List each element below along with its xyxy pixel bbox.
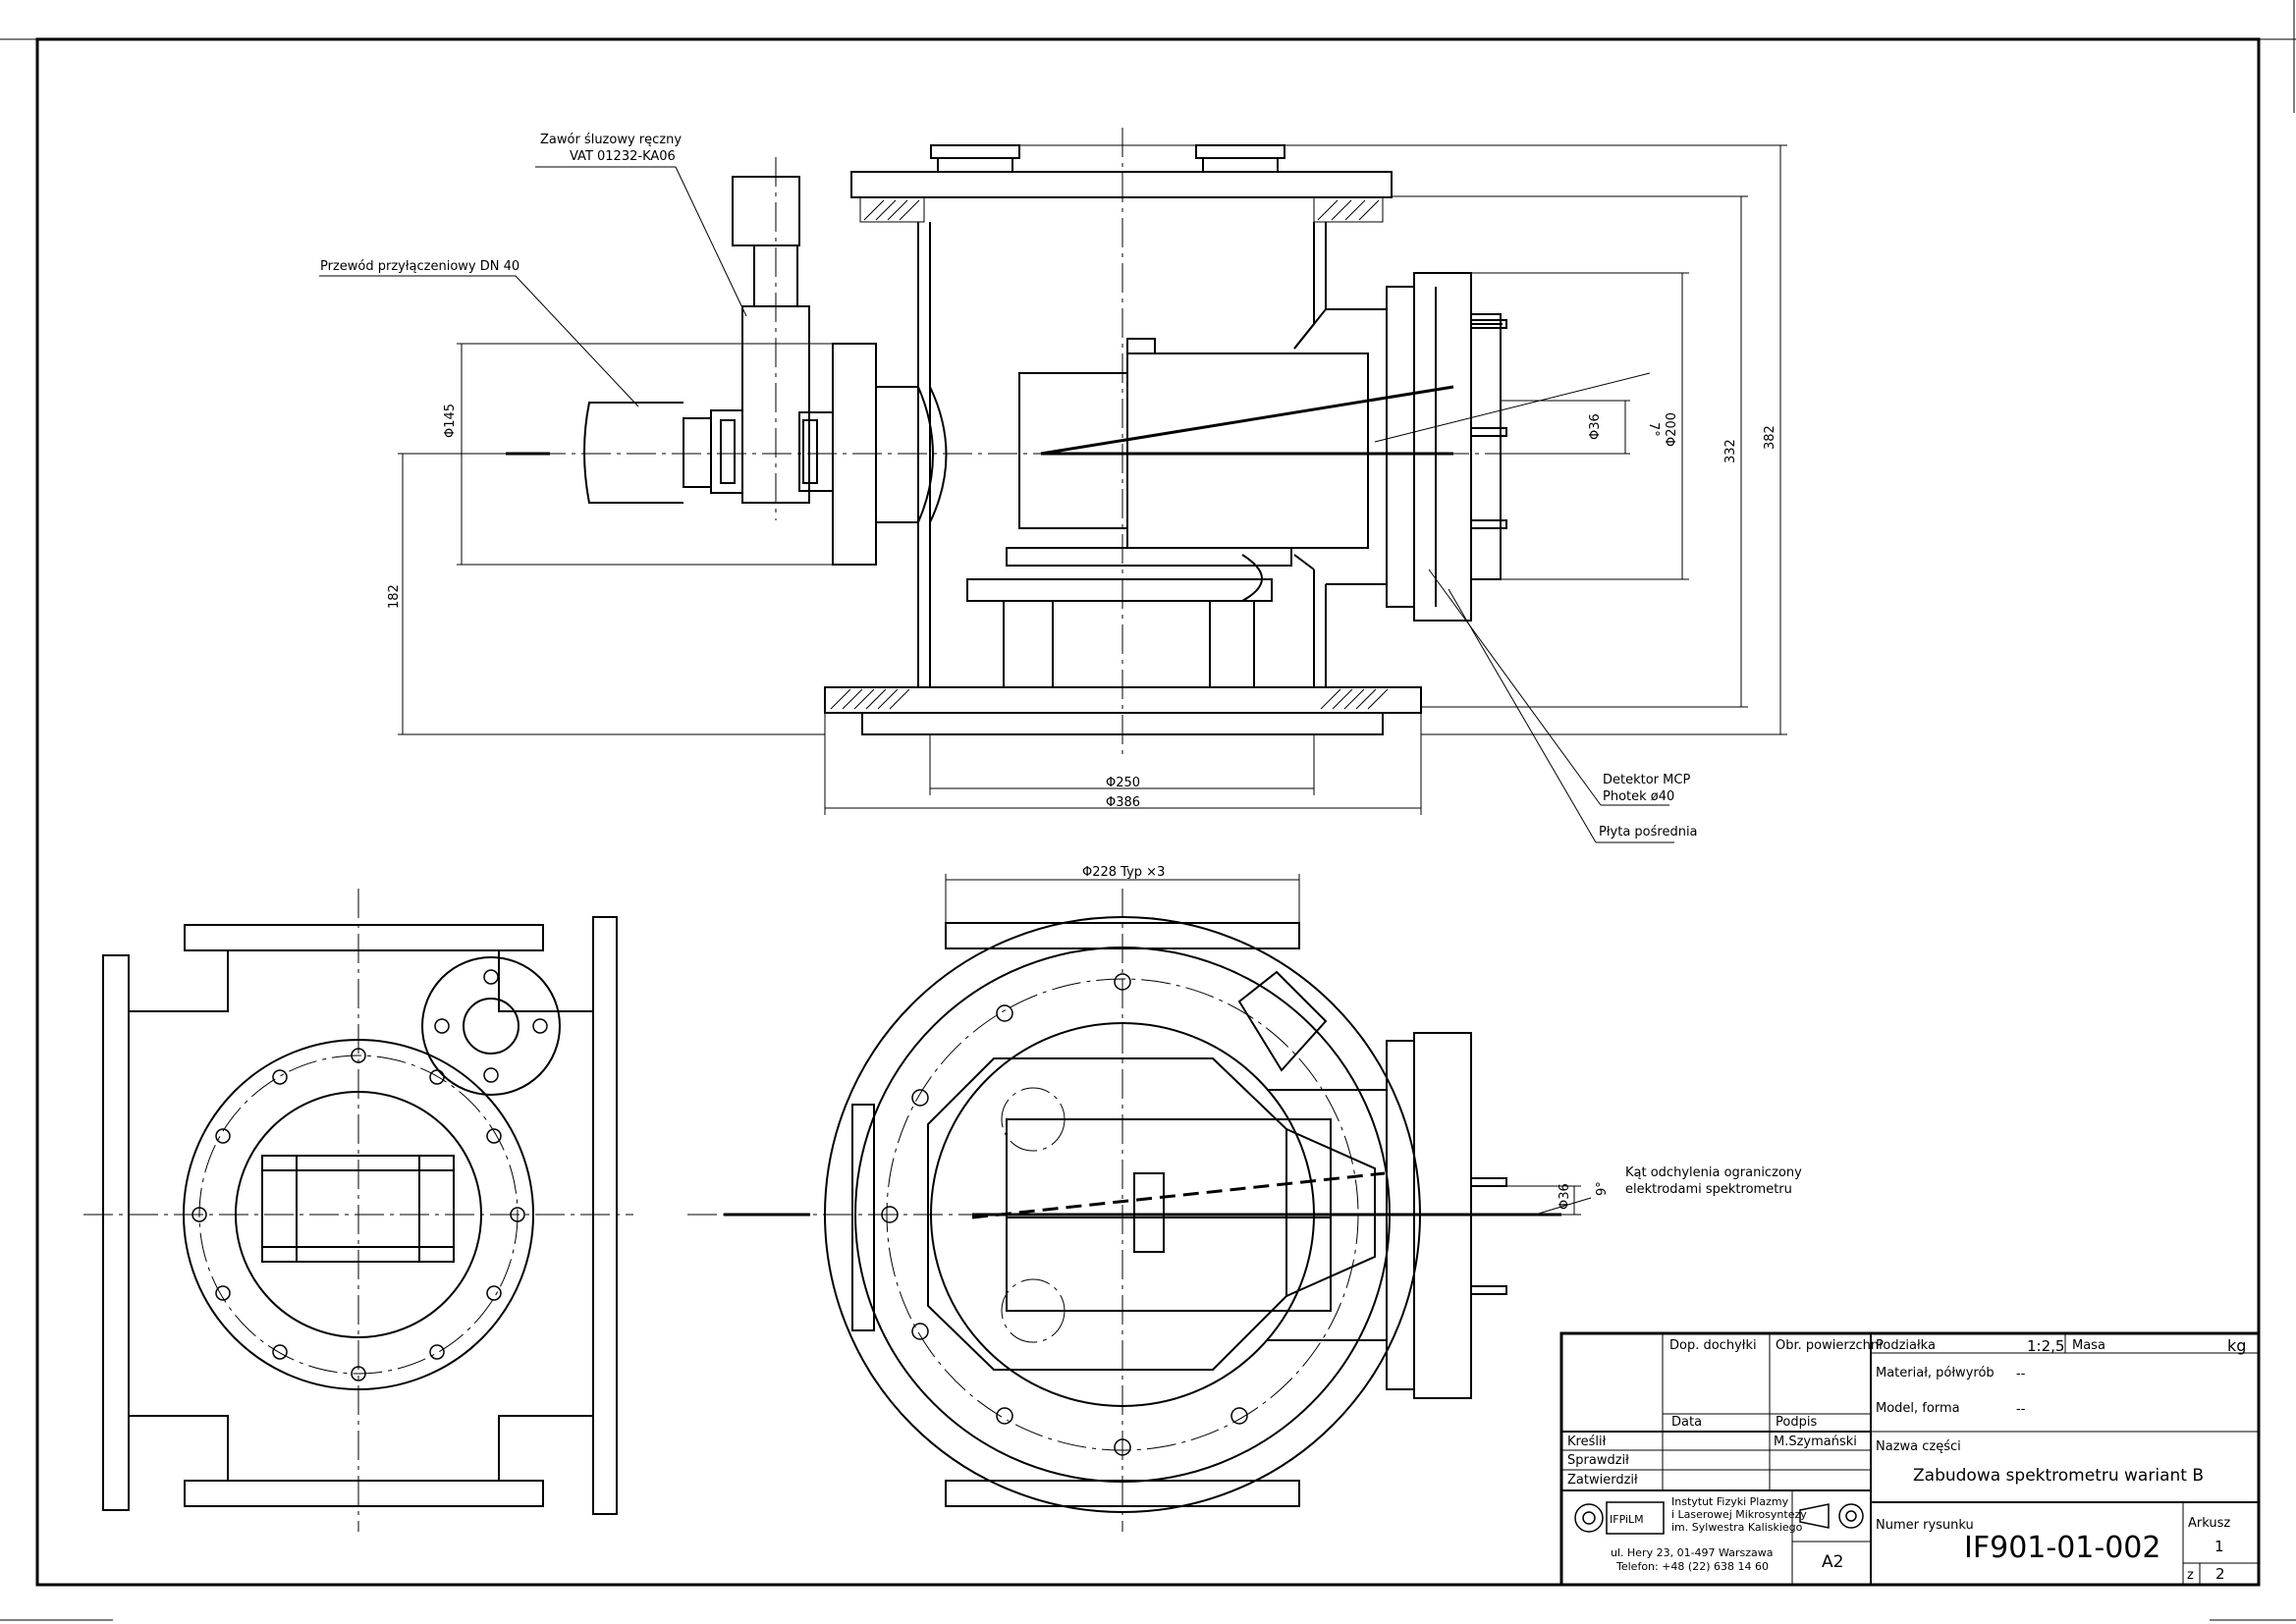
valve-label-line2: VAT 01232-KA06 — [570, 149, 676, 164]
plate-label: Płyta pośrednia — [1599, 825, 1698, 839]
label-sprawdzil: Sprawdził — [1567, 1453, 1629, 1468]
hatch-bottom-flange — [830, 688, 1389, 710]
label-arkusz: Arkusz — [2188, 1516, 2230, 1531]
detector-label-line1: Detektor MCP — [1603, 773, 1690, 787]
logo-text: IFPiLM — [1610, 1513, 1644, 1526]
dim-d36-bottom: Φ36 — [1558, 1183, 1572, 1210]
label-podzialka: Podziałka — [1876, 1338, 1936, 1353]
dim-d382: 382 — [1763, 425, 1777, 450]
dimension-lines-top — [945, 874, 1581, 1216]
side-view — [506, 144, 1507, 735]
title-block-grid — [1559, 1331, 2261, 1587]
pipe-label: Przewód przyłączeniowy DN 40 — [320, 259, 519, 274]
title-block: IFPiLM Dop. dochyłki Obr. powierzchni Da… — [1559, 1331, 2261, 1587]
masa-unit: kg — [2227, 1336, 2246, 1355]
label-part-name: Nazwa części — [1876, 1439, 1961, 1454]
dim-d228: Φ228 Typ ×3 — [1082, 865, 1165, 880]
label-z: z — [2187, 1568, 2194, 1583]
dim-d386: Φ386 — [1106, 795, 1140, 810]
dim-d7: 7° — [1646, 422, 1661, 437]
address-line2: Telefon: +48 (22) 638 14 60 — [1615, 1560, 1769, 1573]
center-lines-side — [491, 128, 1532, 756]
institute-line2: i Laserowej Mikrosyntezy — [1671, 1508, 1807, 1521]
center-lines-front — [83, 889, 633, 1532]
value-material: -- — [2016, 1367, 2026, 1381]
label-podpis: Podpis — [1776, 1415, 1817, 1430]
dim-d200: Φ200 — [1665, 412, 1679, 447]
sheet-format: A2 — [1822, 1552, 1843, 1572]
dim-d332: 332 — [1723, 439, 1738, 463]
dim-d182: 182 — [387, 584, 402, 609]
dimension-texts: Φ145 182 Φ36 7° Φ200 332 382 Φ250 Φ386 Φ… — [387, 404, 1777, 1210]
address-line1: ul. Hery 23, 01-497 Warszawa — [1611, 1546, 1773, 1559]
value-podzialka: 1:2,5 — [2027, 1337, 2064, 1355]
dim-d9: 9° — [1595, 1181, 1610, 1196]
bolt-holes-front — [191, 969, 548, 1381]
label-masa: Masa — [2072, 1338, 2105, 1353]
dimension-lines-side — [398, 144, 1787, 815]
dim-d36-top: Φ36 — [1588, 413, 1603, 440]
drawing-number: IF901-01-002 — [1964, 1531, 2160, 1565]
valve-label-line1: Zawór śluzowy ręczny — [540, 133, 682, 147]
value-z: 2 — [2215, 1565, 2225, 1583]
label-model: Model, forma — [1876, 1401, 1960, 1416]
institute-line3: im. Sylwestra Kaliskiego — [1671, 1521, 1803, 1534]
dim-d250: Φ250 — [1106, 776, 1140, 790]
value-model: -- — [2016, 1402, 2026, 1417]
part-name: Zabudowa spektrometru wariant B — [1913, 1466, 2204, 1486]
label-zatwierdzil: Zatwierdził — [1567, 1473, 1638, 1488]
front-view — [102, 916, 618, 1515]
callout-texts: Zawór śluzowy ręczny VAT 01232-KA06 Prze… — [320, 133, 1802, 1197]
leader-lines — [319, 166, 1674, 1217]
institute-logo — [1574, 1501, 1665, 1535]
label-kreslil: Kreślił — [1567, 1435, 1607, 1449]
value-arkusz: 1 — [2214, 1538, 2224, 1555]
drafter-name: M.Szymański — [1774, 1435, 1857, 1449]
angle-label-line1: Kąt odchylenia ograniczony — [1625, 1165, 1802, 1180]
label-obr-powierzchni: Obr. powierzchni — [1776, 1338, 1883, 1353]
detector-label-line2: Photek ø40 — [1603, 789, 1674, 804]
center-lines-top — [687, 889, 1532, 1532]
label-dop-dochylki: Dop. dochyłki — [1669, 1338, 1757, 1353]
hatch-top-flange — [859, 196, 1384, 223]
label-drawing-number: Numer rysunku — [1876, 1518, 1974, 1533]
projection-symbol-icon — [1799, 1503, 1864, 1529]
label-data: Data — [1671, 1415, 1702, 1430]
dim-d145: Φ145 — [443, 404, 458, 438]
label-material: Materiał, półwyrób — [1876, 1366, 1995, 1380]
angle-label-line2: elektrodami spektrometru — [1625, 1182, 1792, 1197]
institute-line1: Instytut Fizyki Plazmy — [1671, 1495, 1789, 1508]
